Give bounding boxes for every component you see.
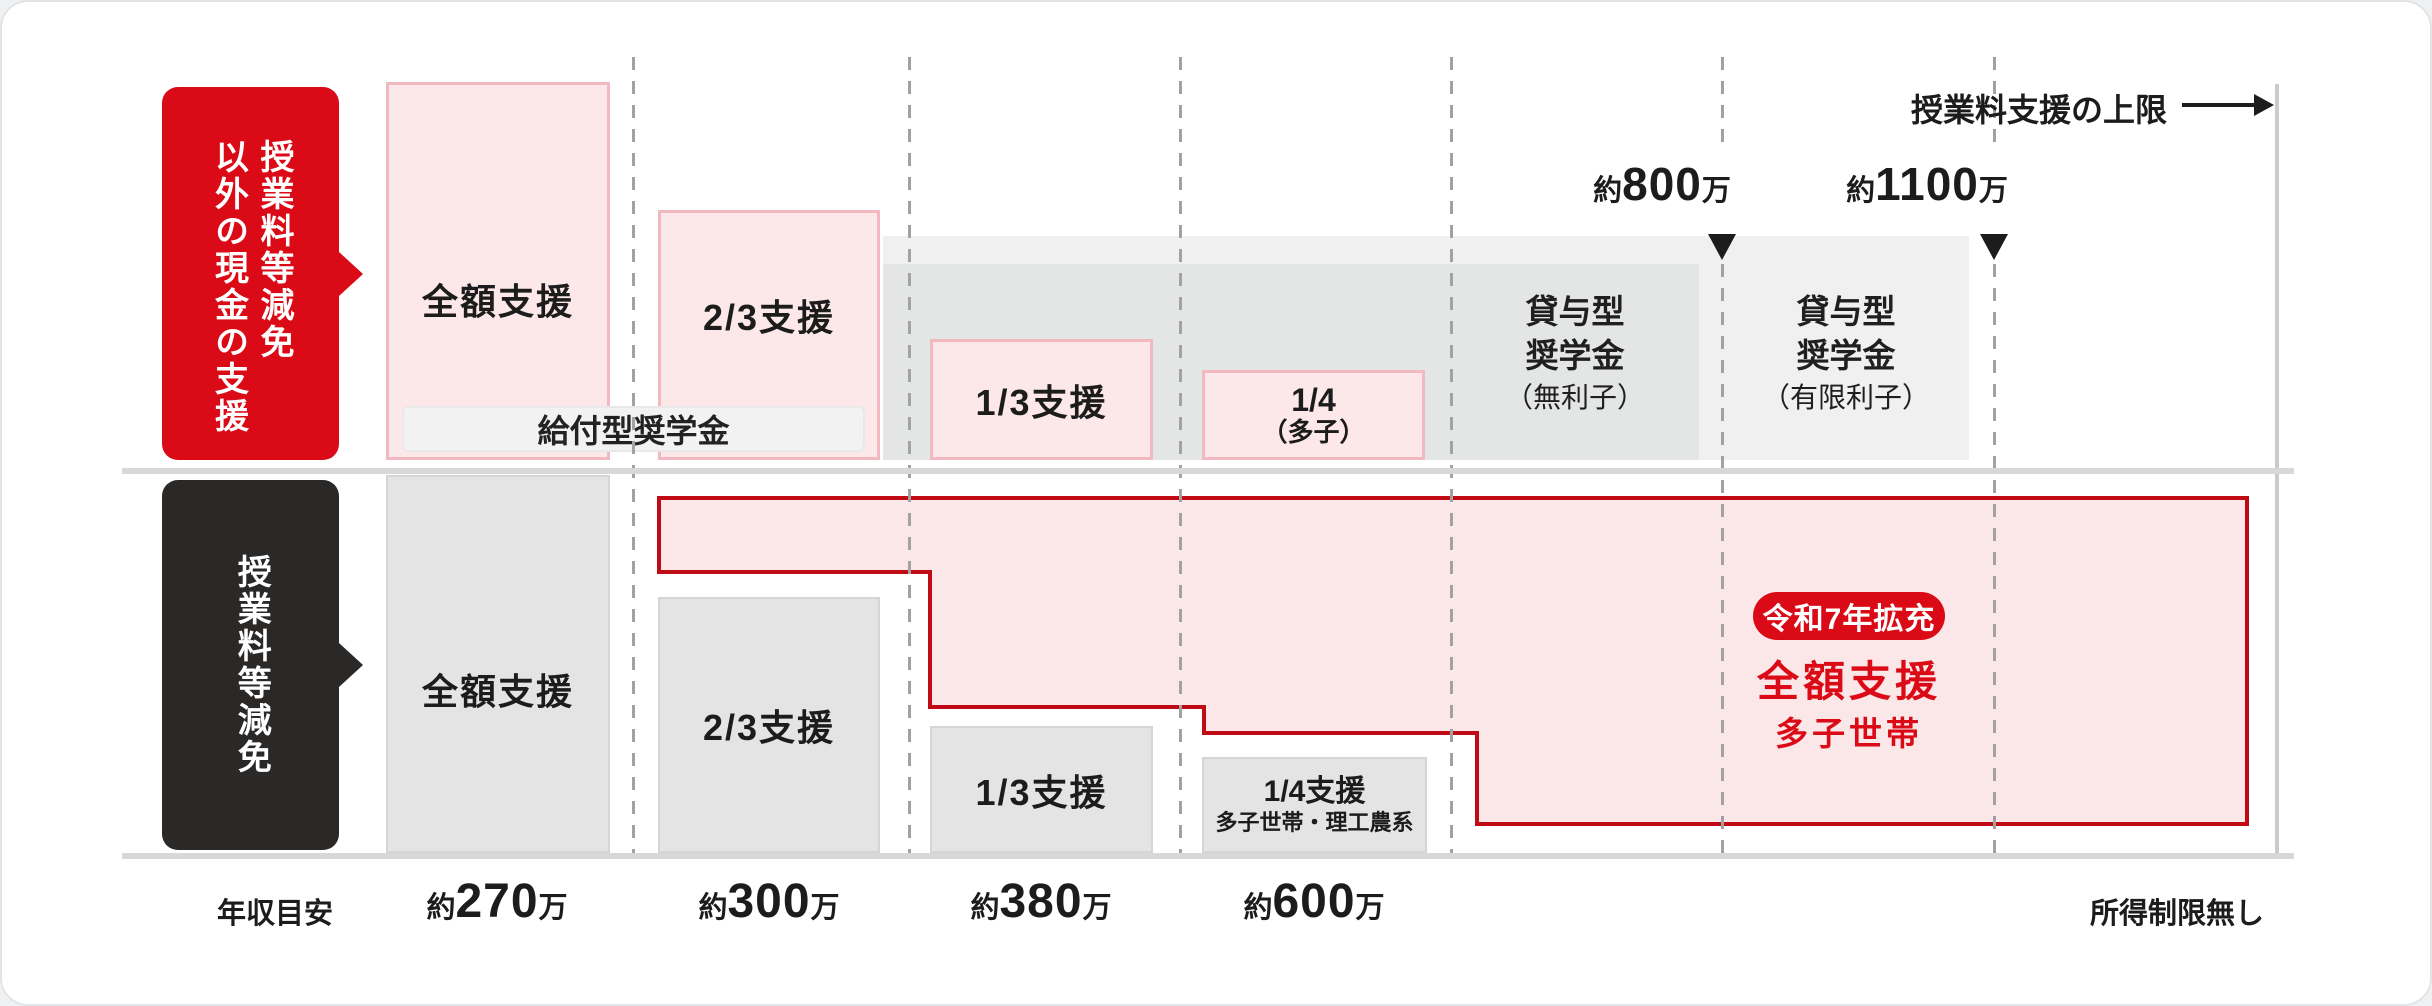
marker-800-value: 800 xyxy=(1622,158,1702,210)
threshold-line-300 xyxy=(908,57,911,853)
expansion-multi-child-subtitle: 多子世帯 xyxy=(1699,712,1999,752)
tuition-two-thirds-box: 2/3支援 xyxy=(658,597,880,853)
tuition-full-support-box: 全額支援 xyxy=(386,475,610,853)
expansion-stepped-region xyxy=(657,496,2249,826)
tick-600-suffix: 万 xyxy=(1355,892,1385,924)
tuition-support-limit-label: 授業料支援の上限 xyxy=(1907,85,2167,131)
tick-300-prefix: 約 xyxy=(698,892,728,924)
loan-wi-line2: 奨学金 xyxy=(1796,337,1896,374)
tuition-one-third-box: 1/3支援 xyxy=(930,726,1153,853)
tick-380: 約 380 万 xyxy=(926,874,1156,929)
cash-support-tag: 授業料等減免以外の現金の支援 xyxy=(162,87,339,460)
loan-if-line2: 奨学金 xyxy=(1525,337,1625,374)
marker-800-suffix: 万 xyxy=(1701,175,1731,207)
reiwa7-badge-label: 令和7年拡充 xyxy=(1762,603,1936,636)
loan-interest-free-text: 貸与型 奨学金 （無利子） xyxy=(1451,290,1699,418)
tuition-reduction-tag: 授業料等減免 xyxy=(162,480,339,850)
tuition-full-support-label: 全額支援 xyxy=(421,671,574,712)
tuition-quarter-box: 1/4支援 多子世帯・理工農系 xyxy=(1202,757,1427,853)
loan-if-line3: （無利子） xyxy=(1504,382,1645,413)
loan-wi-line1: 貸与型 xyxy=(1796,293,1896,330)
reiwa7-expansion-badge: 令和7年拡充 xyxy=(1753,592,1945,640)
tuition-reduction-tag-text: 授業料等減免 xyxy=(228,554,274,776)
cash-quarter-label: 1/4 xyxy=(1291,381,1336,418)
tuition-tag-arrow-icon xyxy=(339,643,363,687)
cash-support-tag-text: 授業料等減免以外の現金の支援 xyxy=(205,139,296,460)
tick-600-value: 600 xyxy=(1272,875,1356,928)
cash-quarter-sublabel: （多子） xyxy=(1261,417,1366,448)
marker-1100-triangle-icon xyxy=(1980,234,2008,260)
cash-two-thirds-label: 2/3支援 xyxy=(702,297,836,338)
limit-arrow-head-icon xyxy=(2254,94,2274,116)
tick-600-prefix: 約 xyxy=(1243,892,1273,924)
tick-270: 約 270 万 xyxy=(382,874,612,929)
tick-270-suffix: 万 xyxy=(538,892,568,924)
tick-300-value: 300 xyxy=(727,875,811,928)
tick-380-suffix: 万 xyxy=(1082,892,1112,924)
tuition-two-thirds-label: 2/3支援 xyxy=(702,707,836,748)
cash-one-third-label: 1/3支援 xyxy=(975,381,1108,423)
cash-tag-arrow-icon xyxy=(339,252,363,296)
cash-quarter-box: 1/4 （多子） xyxy=(1202,370,1425,460)
tick-380-value: 380 xyxy=(999,875,1083,928)
tick-300: 約 300 万 xyxy=(654,874,884,929)
threshold-line-1100-top xyxy=(1993,57,1996,148)
tick-600: 約 600 万 xyxy=(1199,874,1429,929)
threshold-line-800-top xyxy=(1721,57,1724,148)
marker-1100-prefix: 約 xyxy=(1846,175,1876,207)
marker-1100-value: 1100 xyxy=(1875,158,1979,210)
cash-tag-line2: 以外の現金の支援 xyxy=(209,139,248,435)
threshold-line-600 xyxy=(1450,57,1453,853)
axis-baseline xyxy=(122,853,2294,859)
no-income-limit-text: 所得制限無し xyxy=(2089,898,2264,930)
expansion-title-text: 全額支援 xyxy=(1756,657,1941,705)
tuition-quarter-sublabel: 多子世帯・理工農系 xyxy=(1215,809,1414,835)
limit-label-text: 授業料支援の上限 xyxy=(1910,92,2167,128)
cash-full-support-box: 全額支援 xyxy=(386,82,610,460)
row-divider-line xyxy=(122,468,2294,474)
tick-380-prefix: 約 xyxy=(970,892,1000,924)
expansion-full-support-title: 全額支援 xyxy=(1699,654,1999,705)
tick-300-suffix: 万 xyxy=(810,892,840,924)
income-marker-1100: 約 1100 万 xyxy=(1812,157,2042,211)
tuition-quarter-label: 1/4支援 xyxy=(1263,774,1366,808)
income-marker-800: 約 800 万 xyxy=(1547,157,1777,211)
loan-with-interest-text: 貸与型 奨学金 （有限利子） xyxy=(1723,290,1969,418)
marker-800-triangle-icon xyxy=(1708,234,1736,260)
axis-title-text: 年収目安 xyxy=(217,898,334,930)
tuition-one-third-label: 1/3支援 xyxy=(975,771,1108,813)
threshold-line-380 xyxy=(1179,57,1182,853)
tuition-tag-line1: 授業料等減免 xyxy=(232,554,271,776)
loan-wi-line3: （有限利子） xyxy=(1761,382,1930,413)
threshold-line-800-bottom xyxy=(1721,264,1724,853)
marker-1100-suffix: 万 xyxy=(1978,175,2008,207)
cash-full-support-label: 全額支援 xyxy=(421,281,574,322)
threshold-line-1100-bottom xyxy=(1993,264,1996,853)
cash-one-third-box: 1/3支援 xyxy=(930,339,1153,460)
loan-if-line1: 貸与型 xyxy=(1525,293,1625,330)
no-income-limit-label: 所得制限無し xyxy=(2004,890,2264,932)
axis-title: 年収目安 xyxy=(217,890,333,932)
cash-tag-line1: 授業料等減免 xyxy=(255,139,294,361)
threshold-line-270 xyxy=(632,57,635,853)
marker-800-prefix: 約 xyxy=(1593,175,1623,207)
expansion-subtitle-text: 多子世帯 xyxy=(1775,715,1923,752)
tick-270-value: 270 xyxy=(455,875,539,928)
tick-270-prefix: 約 xyxy=(426,892,456,924)
